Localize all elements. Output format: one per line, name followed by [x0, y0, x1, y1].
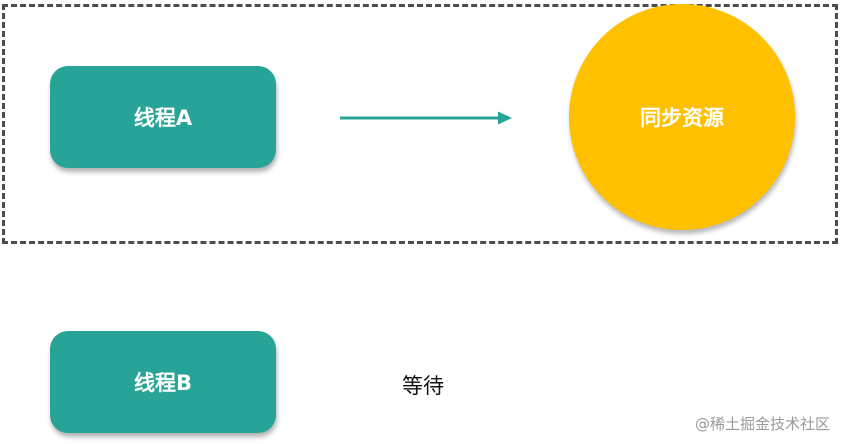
- thread-b-label: 线程B: [133, 371, 192, 395]
- thread-a-box: 线程A: [50, 66, 276, 168]
- watermark: @稀土掘金技术社区: [694, 415, 830, 433]
- sync-resource-label: 同步资源: [640, 106, 724, 130]
- sync-resource-circle: 同步资源: [569, 4, 795, 230]
- thread-b-box: 线程B: [50, 331, 276, 433]
- acquired-lock-group-border: [2, 4, 838, 244]
- thread-a-label: 线程A: [133, 106, 193, 130]
- access-arrow: [340, 111, 512, 125]
- wait-label: 等待: [402, 374, 444, 398]
